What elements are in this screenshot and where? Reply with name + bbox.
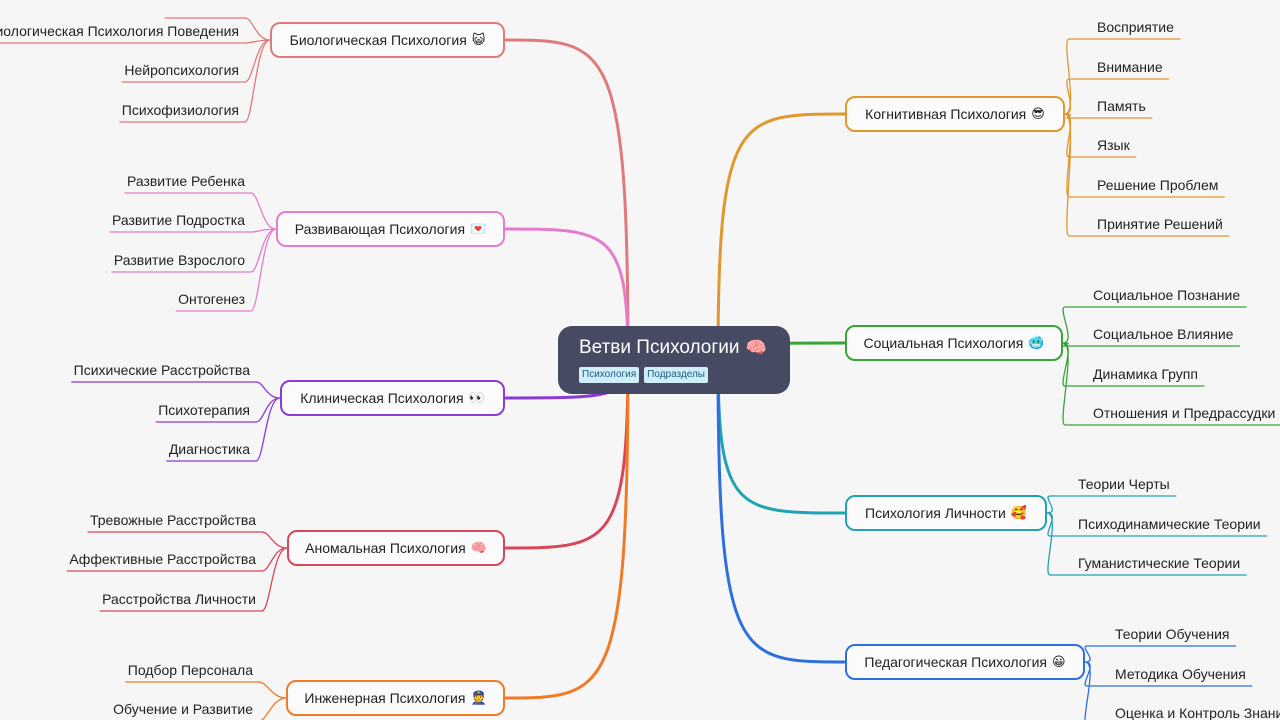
brain-icon: 🧠: [745, 338, 767, 357]
leaf-connector: [250, 228, 277, 273]
branch-node-ped[interactable]: Педагогическая Психология 😀: [845, 644, 1085, 680]
branch-node-bio[interactable]: Биологическая Психология 😺: [270, 22, 505, 58]
leaf-connector: [244, 39, 271, 123]
leaf-connector: [1064, 38, 1072, 115]
leaf-item[interactable]: Принятие Решений: [1097, 216, 1223, 232]
branch-label: Социальная Психология: [863, 335, 1024, 351]
branch-node-clin[interactable]: Клиническая Психология 👀: [280, 380, 505, 416]
leaf-connector: [1062, 342, 1069, 426]
leaf-connector: [1084, 661, 1091, 720]
branch-label: Психология Личности: [865, 505, 1006, 521]
branch-node-eng[interactable]: Инженерная Психология 👮: [286, 680, 505, 716]
leaf-connector: [250, 228, 277, 233]
leaf-item[interactable]: Психофизиология: [121, 102, 239, 118]
leaf-item[interactable]: Внимание: [1097, 59, 1163, 75]
root-tags: Психология Подразделы: [579, 367, 790, 383]
leaf-connector: [244, 39, 271, 83]
branch-label: Педагогическая Психология: [864, 654, 1048, 670]
leaf-item[interactable]: Социальное Влияние: [1093, 326, 1234, 342]
leaf-connector: [1064, 78, 1072, 115]
leaf-item[interactable]: Память: [1097, 98, 1146, 114]
leaf-item[interactable]: Психические Расстройства: [73, 362, 250, 378]
leaf-connector: [255, 381, 281, 399]
leaf-item[interactable]: Отношения и Предрассудки: [1093, 405, 1276, 421]
leaf-connector: [261, 547, 288, 572]
leaf-connector: [261, 531, 288, 549]
leaf-connector: [258, 681, 287, 699]
leaf-connector: [259, 697, 287, 720]
leaf-connector: [1062, 306, 1069, 344]
tag-subsections[interactable]: Подразделы: [644, 367, 708, 383]
leaf-item[interactable]: Динамика Групп: [1093, 366, 1198, 382]
leaf-item[interactable]: Аффективные Расстройства: [69, 551, 256, 567]
branch-emoji-icon: 🧠: [470, 540, 487, 555]
leaf-item[interactable]: [0, 0, 239, 16]
leaf-item[interactable]: иологическая Психология Поведения: [0, 23, 239, 39]
leaf-item[interactable]: Обучение и Развитие: [113, 701, 253, 717]
leaf-connector: [244, 17, 271, 41]
root-node[interactable]: Ветви Психологии 🧠 Психология Подразделы: [558, 326, 790, 394]
leaf-item[interactable]: Подбор Персонала: [127, 662, 253, 678]
leaf-item[interactable]: Гуманистические Теории: [1078, 555, 1241, 571]
branch-label: Клиническая Психология: [300, 390, 464, 406]
branch-emoji-icon: 😎: [1031, 106, 1045, 121]
branch-connector: [503, 38, 630, 362]
branch-node-cog[interactable]: Когнитивная Психология 😎: [845, 96, 1065, 132]
branch-emoji-icon: 👮: [470, 690, 487, 705]
leaf-connector: [261, 547, 288, 612]
branch-connector: [716, 358, 847, 664]
branch-label: Инженерная Психология: [304, 690, 466, 706]
leaf-item[interactable]: Восприятие: [1097, 19, 1174, 35]
root-title: Ветви Психологии: [579, 337, 740, 358]
branch-label: Аномальная Психология: [305, 540, 466, 556]
leaf-item[interactable]: Теории Черты: [1078, 476, 1170, 492]
branch-node-abn[interactable]: Аномальная Психология 🧠: [287, 530, 505, 566]
leaf-item[interactable]: Оценка и Контроль Знани: [1115, 705, 1280, 720]
leaf-connector: [1046, 495, 1053, 514]
branch-node-soc[interactable]: Социальная Психология 🥶: [845, 325, 1063, 361]
leaf-item[interactable]: Нейропсихология: [124, 62, 239, 78]
leaf-connector: [250, 228, 277, 312]
branch-label: Биологическая Психология: [289, 32, 467, 48]
leaf-item[interactable]: Диагностика: [168, 441, 250, 457]
branch-emoji-icon: 😺: [471, 32, 486, 47]
leaf-item[interactable]: Социальное Познание: [1093, 287, 1241, 303]
leaf-connector: [255, 397, 281, 462]
leaf-item[interactable]: Развитие Подростка: [112, 212, 245, 228]
branch-emoji-icon: 🥶: [1028, 335, 1045, 350]
leaf-item[interactable]: Психодинамические Теории: [1078, 516, 1261, 532]
leaf-item[interactable]: Теории Обучения: [1115, 626, 1230, 642]
branch-node-dev[interactable]: Развивающая Психология 💌: [276, 211, 505, 247]
leaf-item[interactable]: Методика Обучения: [1115, 666, 1246, 682]
leaf-connector: [250, 192, 277, 230]
branch-connector: [716, 112, 847, 362]
branch-label: Когнитивная Психология: [865, 106, 1027, 122]
branch-emoji-icon: 👀: [468, 390, 485, 405]
leaf-item[interactable]: Онтогенез: [178, 291, 245, 307]
leaf-item[interactable]: Решение Проблем: [1097, 177, 1219, 193]
leaf-item[interactable]: Язык: [1097, 137, 1130, 153]
leaf-item[interactable]: Развитие Взрослого: [113, 252, 245, 268]
leaf-connector: [1064, 113, 1072, 237]
branch-connector: [503, 358, 630, 700]
branch-emoji-icon: 💌: [470, 221, 487, 236]
branch-emoji-icon: 😀: [1052, 654, 1066, 669]
branch-connector: [503, 227, 630, 362]
tag-psychology[interactable]: Психология: [579, 367, 640, 383]
leaf-connector: [1046, 512, 1053, 576]
leaf-item[interactable]: Психотерапия: [158, 402, 250, 418]
branch-label: Развивающая Психология: [294, 221, 466, 237]
leaf-connector: [1084, 645, 1091, 663]
leaf-item[interactable]: Развитие Ребенка: [126, 173, 245, 189]
branch-node-pers[interactable]: Психология Личности 🥰: [845, 495, 1047, 531]
leaf-item[interactable]: Расстройства Личности: [102, 591, 256, 607]
leaf-item[interactable]: Тревожные Расстройства: [89, 512, 256, 528]
branch-emoji-icon: 🥰: [1010, 505, 1027, 520]
